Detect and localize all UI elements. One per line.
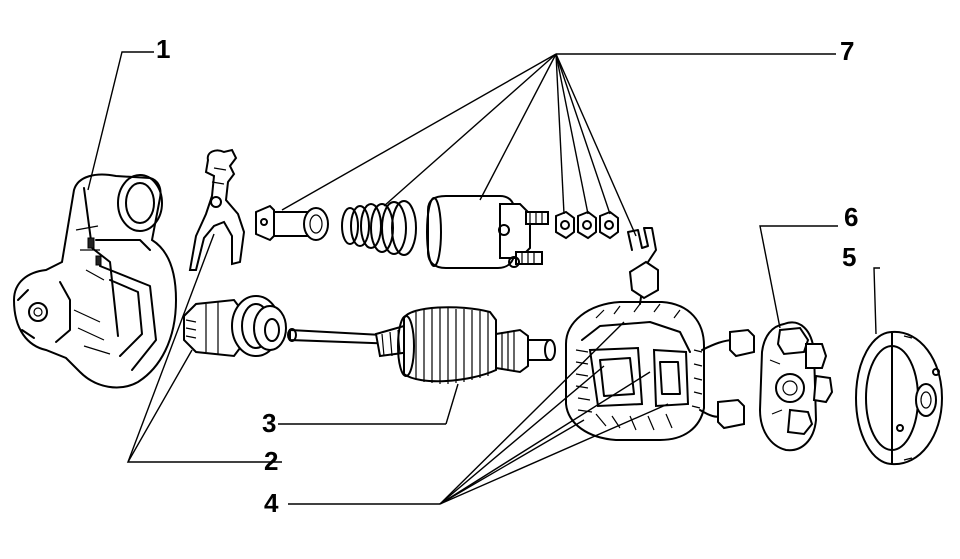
solenoid-plunger [255,204,329,242]
pinion-freewheel-assembly [183,295,287,358]
callout-4: 4 [264,488,279,518]
leader-7-f [555,53,611,215]
leader-2-b [127,233,215,463]
callout-labels: 1 2 3 4 5 6 7 [156,34,858,518]
leader-7-d [555,53,565,215]
leader-7-a [281,53,557,211]
solenoid-switch [426,195,549,269]
leader-4-d [439,419,585,505]
commutator-end-cover [855,330,944,466]
callout-3: 3 [262,408,276,438]
leader-lines [87,51,880,505]
leader-7-e [555,53,589,215]
engagement-fork-lever [188,148,246,271]
leader-4-e [439,403,669,505]
leader-7-c [479,53,557,201]
leader-4-c [439,371,651,505]
leader-7-g [555,53,637,237]
field-frame-with-windings [565,227,755,441]
drive-end-housing [12,173,178,389]
terminal-nuts [555,210,619,240]
callout-6: 6 [844,202,858,232]
leader-3-b [445,383,459,425]
leader-4-a [439,321,625,505]
armature [287,306,556,384]
leader-7-b [383,53,557,207]
leader-6 [759,225,838,329]
callout-1: 1 [156,34,170,64]
leader-1 [87,51,154,191]
callout-5: 5 [842,242,856,272]
brush-holder-plate [758,321,834,452]
return-spring [341,200,417,256]
callout-2: 2 [264,446,278,476]
callout-7: 7 [840,36,854,66]
leader-5 [873,267,880,335]
leader-4-b [439,365,605,505]
